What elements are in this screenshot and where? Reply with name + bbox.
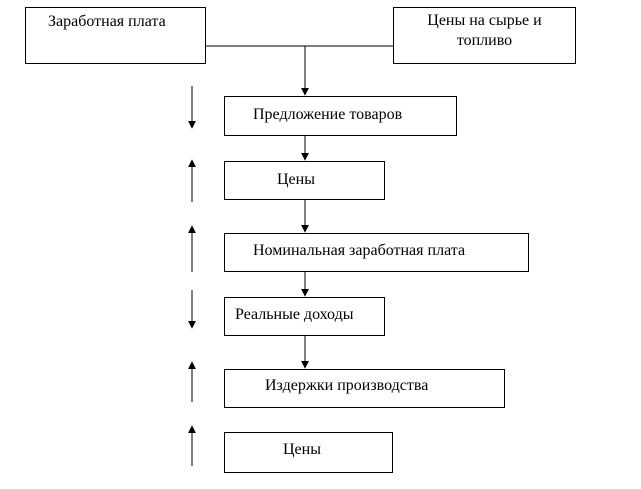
- node-prices-label: Цены: [277, 171, 315, 188]
- node-prices-final: Цены: [224, 432, 393, 473]
- node-nominal-wages-label: Номинальная заработная плата: [253, 242, 466, 259]
- node-prices-final-label: Цены: [283, 441, 321, 458]
- node-prices: Цены: [224, 161, 385, 200]
- node-raw-material-prices-label-line2: топливо: [456, 32, 513, 49]
- node-production-costs-label: Издержки производства: [265, 377, 429, 394]
- node-goods-supply-label: Предложение товаров: [253, 106, 403, 123]
- node-production-costs: Издержки производства: [224, 369, 505, 408]
- node-nominal-wages: Номинальная заработная плата: [224, 233, 529, 272]
- node-raw-material-prices: Цены на сырье и топливо: [393, 7, 576, 64]
- node-raw-material-prices-label-line1: Цены на сырье и: [427, 12, 542, 29]
- node-real-income: Реальные доходы: [224, 297, 385, 336]
- node-real-income-label: Реальные доходы: [235, 306, 354, 323]
- node-wages: Заработная плата: [25, 7, 206, 64]
- node-goods-supply: Предложение товаров: [224, 96, 457, 136]
- node-wages-label: Заработная плата: [48, 13, 166, 30]
